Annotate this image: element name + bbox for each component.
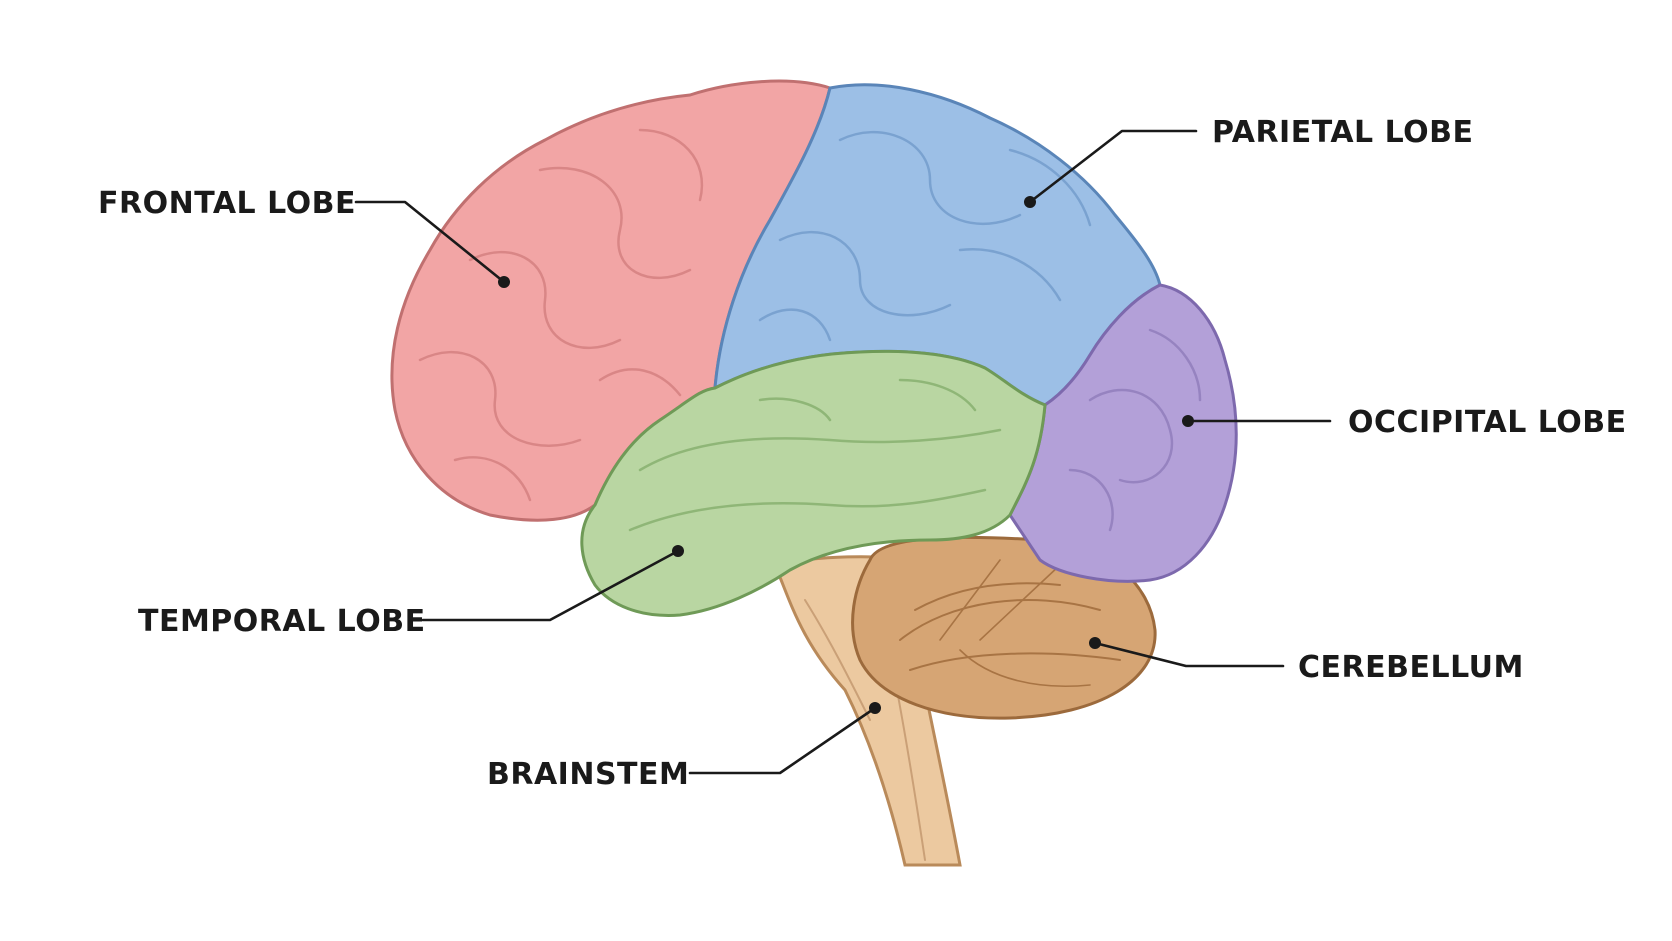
temporal-lobe-label: TEMPORAL LOBE [138, 604, 426, 639]
brainstem-label: BRAINSTEM [487, 757, 689, 792]
parietal-lobe-label: PARIETAL LOBE [1212, 115, 1474, 150]
cerebellum-label: CEREBELLUM [1298, 650, 1524, 685]
occipital-lobe-label: OCCIPITAL LOBE [1348, 405, 1627, 440]
frontal-lobe-label: FRONTAL LOBE [98, 186, 356, 221]
brainstem-leader [690, 702, 881, 773]
